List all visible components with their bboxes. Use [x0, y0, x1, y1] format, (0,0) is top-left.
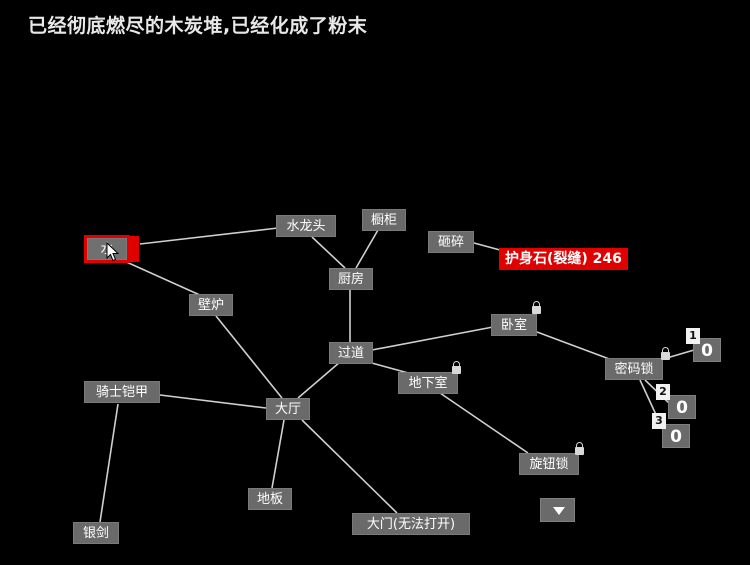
code-digit-1-tag: 1 [686, 328, 700, 344]
link-basement-knoblock [439, 392, 529, 454]
code-digit-3[interactable]: 0 [662, 424, 690, 448]
node-basement[interactable]: 地下室 [398, 372, 458, 394]
description-text: 已经彻底燃尽的木炭堆,已经化成了粉末 [28, 15, 368, 37]
node-cabinet[interactable]: 橱柜 [362, 209, 406, 231]
link-knight-hall [159, 394, 267, 409]
link-rubble-badge [473, 242, 501, 251]
lock-icon [452, 361, 461, 374]
link-bedroom-codelock [536, 331, 613, 361]
node-knob-lock[interactable]: 旋钮锁 [519, 453, 579, 475]
code-digit-3-tag: 3 [652, 413, 666, 429]
link-water-fireplace [112, 255, 203, 297]
node-knight-armor[interactable]: 骑士铠甲 [84, 381, 160, 403]
node-code-lock[interactable]: 密码锁 [605, 358, 663, 380]
link-hall-floor [271, 419, 285, 489]
code-digit-2-tag: 2 [656, 384, 670, 400]
node-main-door[interactable]: 大门(无法打开) [352, 513, 470, 535]
node-hall[interactable]: 大厅 [266, 398, 310, 420]
link-corridor-hall [297, 361, 341, 399]
link-corridor-bedroom [371, 326, 494, 351]
link-water-faucet [139, 227, 279, 245]
amulet-item-badge[interactable]: 护身石(裂缝) 246 [499, 248, 628, 270]
node-faucet[interactable]: 水龙头 [276, 215, 336, 237]
link-knight-sword [99, 403, 119, 523]
node-rubble[interactable]: 砸碎 [428, 231, 474, 253]
node-silver-sword[interactable]: 银剑 [73, 522, 119, 544]
lock-icon [575, 442, 584, 455]
link-faucet-kitchen [311, 236, 346, 269]
lock-icon [532, 301, 541, 314]
link-hall-door [301, 419, 398, 514]
node-floor[interactable]: 地板 [248, 488, 292, 510]
node-kitchen[interactable]: 厨房 [329, 268, 373, 290]
lock-icon [661, 347, 670, 360]
link-cabinet-kitchen [355, 229, 379, 269]
node-bedroom[interactable]: 卧室 [491, 314, 537, 336]
triangle-down-icon[interactable] [540, 498, 575, 522]
node-corridor[interactable]: 过道 [329, 342, 373, 364]
code-digit-2[interactable]: 0 [668, 395, 696, 419]
node-fireplace[interactable]: 壁炉 [189, 294, 233, 316]
link-fireplace-hall [215, 315, 283, 399]
